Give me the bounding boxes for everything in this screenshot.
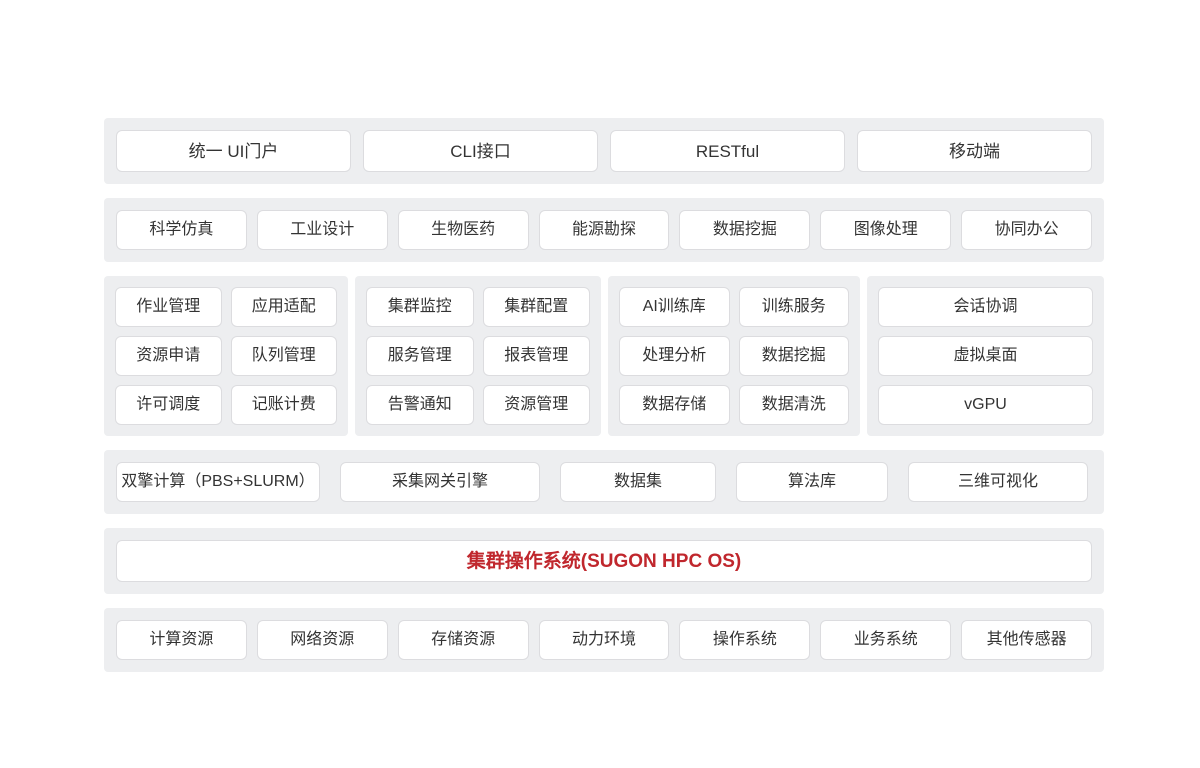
resource-card-4[interactable]: 操作系统: [679, 620, 811, 660]
group-ai-row-2: 数据存储 数据清洗: [619, 385, 849, 425]
domain-card-0[interactable]: 科学仿真: [116, 210, 247, 250]
operating-system-card[interactable]: 集群操作系统(SUGON HPC OS): [116, 540, 1092, 582]
group-ai-row-1: 处理分析 数据挖掘: [619, 336, 849, 376]
group-cluster-card-2-0[interactable]: 告警通知: [366, 385, 474, 425]
engine-card-1[interactable]: 采集网关引擎: [340, 462, 540, 502]
group-cluster-card-2-1[interactable]: 资源管理: [482, 385, 590, 425]
group-ai-card-1-0[interactable]: 处理分析: [619, 336, 730, 376]
engine-card-4[interactable]: 三维可视化: [908, 462, 1088, 502]
domain-card-2[interactable]: 生物医药: [397, 210, 529, 250]
group-cluster-card-0-1[interactable]: 集群配置: [482, 287, 590, 327]
group-cluster-row-0: 集群监控 集群配置: [366, 287, 590, 327]
group-job-card-1-0[interactable]: 资源申请: [115, 336, 222, 376]
resource-card-6[interactable]: 其他传感器: [961, 620, 1093, 660]
group-desktop-row-1: 虚拟桌面: [878, 336, 1093, 376]
resource-card-2[interactable]: 存储资源: [397, 620, 529, 660]
group-cluster-card-1-1[interactable]: 报表管理: [482, 336, 590, 376]
group-cluster-operations: 集群监控 集群配置 服务管理 报表管理 告警通知 资源管理: [355, 276, 601, 436]
access-card-1[interactable]: CLI接口: [363, 130, 598, 172]
physical-resources-band: 计算资源 网络资源 存储资源 动力环境 操作系统 业务系统 其他传感器: [104, 608, 1104, 672]
access-layer-band: 统一 UI门户 CLI接口 RESTful 移动端: [104, 118, 1104, 184]
resource-card-5[interactable]: 业务系统: [820, 620, 952, 660]
group-ai-card-1-1[interactable]: 数据挖掘: [738, 336, 849, 376]
domain-card-5[interactable]: 图像处理: [820, 210, 952, 250]
group-job-card-0-0[interactable]: 作业管理: [115, 287, 222, 327]
group-cluster-card-1-0[interactable]: 服务管理: [366, 336, 474, 376]
group-job-management: 作业管理 应用适配 资源申请 队列管理 许可调度 记账计费: [104, 276, 348, 436]
architecture-diagram: 统一 UI门户 CLI接口 RESTful 移动端 科学仿真 工业设计 生物医药…: [104, 118, 1104, 672]
engine-card-0[interactable]: 双擎计算（PBS+SLURM）: [116, 462, 320, 502]
group-ai-card-2-0[interactable]: 数据存储: [619, 385, 730, 425]
group-job-card-1-1[interactable]: 队列管理: [230, 336, 337, 376]
group-ai-data-services: AI训练库 训练服务 处理分析 数据挖掘 数据存储 数据清洗: [608, 276, 860, 436]
domain-card-4[interactable]: 数据挖掘: [679, 210, 811, 250]
group-job-card-0-1[interactable]: 应用适配: [230, 287, 337, 327]
domain-card-6[interactable]: 协同办公: [961, 210, 1093, 250]
group-job-row-2: 许可调度 记账计费: [115, 385, 337, 425]
group-desktop-card-1-0[interactable]: 虚拟桌面: [878, 336, 1093, 376]
group-desktop-card-0-0[interactable]: 会话协调: [878, 287, 1093, 327]
engine-card-3[interactable]: 算法库: [736, 462, 888, 502]
operating-system-band: 集群操作系统(SUGON HPC OS): [104, 528, 1104, 594]
group-ai-card-0-1[interactable]: 训练服务: [738, 287, 849, 327]
application-domains-band: 科学仿真 工业设计 生物医药 能源勘探 数据挖掘 图像处理 协同办公: [104, 198, 1104, 262]
engine-middleware-band: 双擎计算（PBS+SLURM） 采集网关引擎 数据集 算法库 三维可视化: [104, 450, 1104, 514]
group-cluster-row-1: 服务管理 报表管理: [366, 336, 590, 376]
resource-card-1[interactable]: 网络资源: [256, 620, 388, 660]
group-ai-card-2-1[interactable]: 数据清洗: [738, 385, 849, 425]
group-job-card-2-1[interactable]: 记账计费: [230, 385, 337, 425]
group-job-row-0: 作业管理 应用适配: [115, 287, 337, 327]
group-desktop-row-2: vGPU: [878, 385, 1093, 425]
group-job-card-2-0[interactable]: 许可调度: [115, 385, 222, 425]
group-cluster-row-2: 告警通知 资源管理: [366, 385, 590, 425]
group-cluster-card-0-0[interactable]: 集群监控: [366, 287, 474, 327]
engine-card-2[interactable]: 数据集: [560, 462, 716, 502]
domain-card-1[interactable]: 工业设计: [256, 210, 388, 250]
group-desktop-row-0: 会话协调: [878, 287, 1093, 327]
functional-groups-band: 作业管理 应用适配 资源申请 队列管理 许可调度 记账计费 集群监控 集群配置 …: [104, 276, 1104, 436]
group-desktop-card-2-0[interactable]: vGPU: [878, 385, 1093, 425]
access-card-0[interactable]: 统一 UI门户: [116, 130, 351, 172]
access-card-2[interactable]: RESTful: [610, 130, 845, 172]
resource-card-0[interactable]: 计算资源: [116, 620, 247, 660]
group-job-row-1: 资源申请 队列管理: [115, 336, 337, 376]
access-card-3[interactable]: 移动端: [857, 130, 1092, 172]
group-visual-collaboration: 会话协调 虚拟桌面 vGPU: [867, 276, 1104, 436]
resource-card-3[interactable]: 动力环境: [538, 620, 670, 660]
group-ai-row-0: AI训练库 训练服务: [619, 287, 849, 327]
domain-card-3[interactable]: 能源勘探: [538, 210, 670, 250]
group-ai-card-0-0[interactable]: AI训练库: [619, 287, 730, 327]
